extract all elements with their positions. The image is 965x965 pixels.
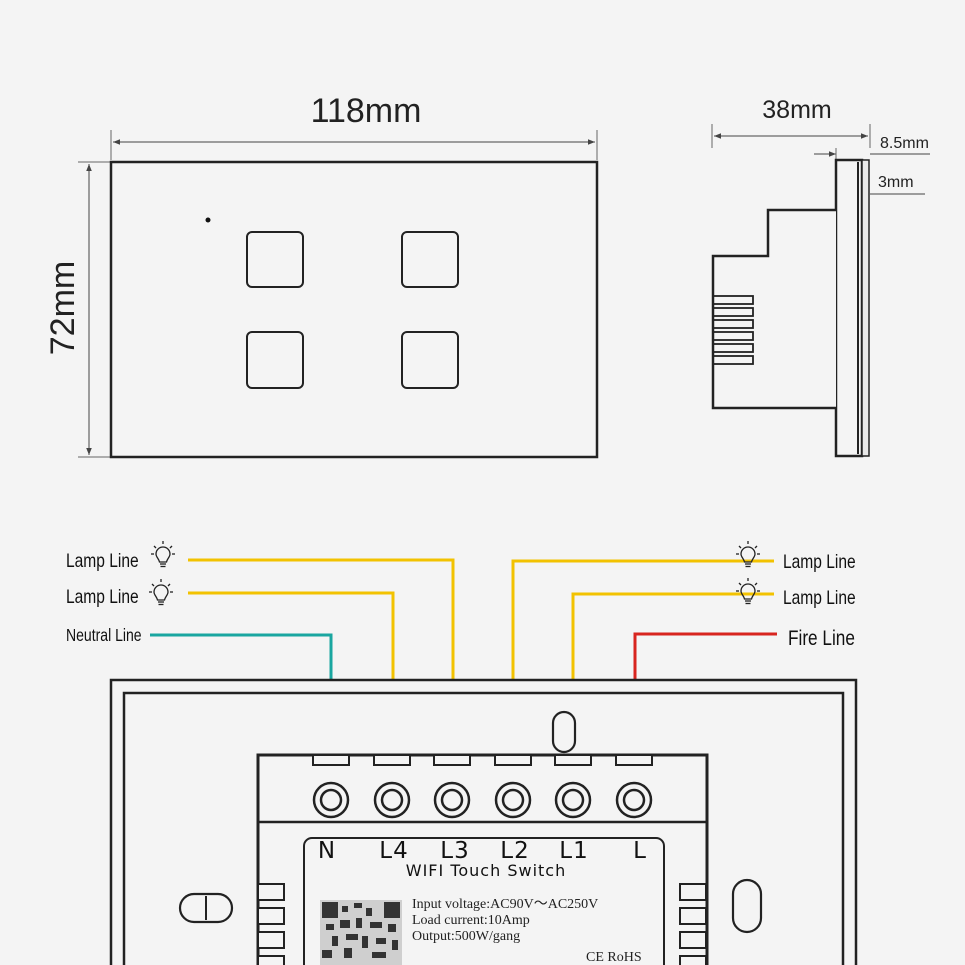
wire-label-6: Fire Line bbox=[788, 628, 855, 651]
qr-code-icon bbox=[320, 900, 402, 965]
lightbulb-icon bbox=[735, 577, 761, 605]
spec-input-voltage: Input voltage:AC90V～AC250V bbox=[412, 897, 598, 912]
touch-key-2 bbox=[401, 231, 459, 288]
lightbulb-icon bbox=[148, 578, 174, 606]
right-mounting-slot bbox=[731, 878, 763, 934]
mounting-slot bbox=[551, 710, 577, 754]
side-body bbox=[711, 208, 836, 410]
terminal-screws bbox=[312, 754, 653, 819]
wire-label-2: Lamp Line bbox=[66, 586, 139, 608]
terminal-label-l4: L4 bbox=[379, 838, 408, 864]
side-vent-slots bbox=[712, 295, 754, 365]
plate-thickness-label: 3mm bbox=[878, 174, 914, 191]
touch-key-3 bbox=[246, 331, 304, 389]
side-view: 38mm 8.5mm 3mm bbox=[711, 96, 930, 458]
terminal-label-l: L bbox=[633, 838, 647, 864]
left-latch-slots bbox=[257, 883, 285, 965]
width-dimension-label: 118mm bbox=[311, 92, 422, 130]
front-panel bbox=[109, 160, 599, 459]
height-dimension-label: 72mm bbox=[44, 261, 82, 355]
touch-key-4 bbox=[401, 331, 459, 389]
indicator-dot bbox=[205, 217, 211, 223]
lightbulb-icon bbox=[735, 540, 761, 568]
wire-label-5: Lamp Line bbox=[783, 587, 856, 609]
terminal-label-l1: L1 bbox=[559, 838, 588, 864]
front-view: 118mm 72mm bbox=[44, 92, 599, 459]
terminal-label-l3: L3 bbox=[440, 838, 469, 864]
back-module: N L4 L3 L2 L1 L WIFI Touch Switch Input … bbox=[109, 678, 858, 965]
wire-label-3: Neutral Line bbox=[66, 625, 142, 645]
panel-thickness-label: 8.5mm bbox=[880, 135, 929, 152]
touch-key-1 bbox=[246, 231, 304, 288]
depth-dimension-label: 38mm bbox=[762, 96, 831, 124]
wire-label-4: Lamp Line bbox=[783, 551, 856, 573]
terminal-label-n: N bbox=[318, 838, 336, 864]
wire-label-1: Lamp Line bbox=[66, 550, 139, 572]
inner-frame bbox=[122, 691, 845, 965]
certification-marks: CE RoHS bbox=[586, 950, 642, 965]
terminal-label-l2: L2 bbox=[500, 838, 529, 864]
right-latch-slots bbox=[679, 883, 707, 965]
lightbulb-icon bbox=[150, 540, 176, 568]
spec-output: Output:500W/gang bbox=[412, 929, 520, 944]
spec-load-current: Load current:10Amp bbox=[412, 913, 530, 928]
module-title: WIFI Touch Switch bbox=[406, 861, 566, 880]
